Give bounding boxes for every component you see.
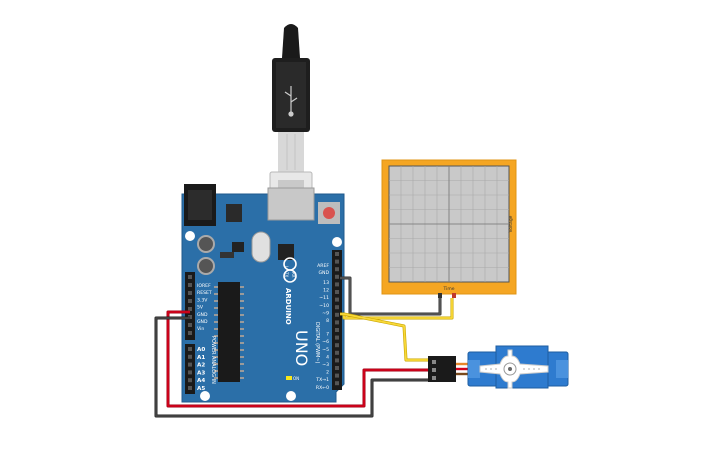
wire-pin9-to-servo[interactable] — [340, 312, 430, 362]
led-l-label: L — [284, 266, 289, 269]
crystal — [251, 231, 271, 263]
pin-label-power: GND — [197, 312, 208, 318]
arduino-logo — [283, 257, 297, 283]
wire-5v-to-servo-core — [167, 311, 430, 407]
pin-label-analog: A1 — [197, 355, 205, 361]
microcontroller-chip — [218, 282, 240, 382]
pin-label-analog: A3 — [197, 370, 205, 376]
pin-label-digital: 7 — [326, 332, 329, 338]
mount-hole — [286, 391, 296, 401]
wire-gnd-to-servo-core — [155, 317, 430, 417]
pin-label-digital: ~3 — [322, 362, 329, 368]
pin-label-digital: ~9 — [322, 310, 329, 316]
pin-label-digital: ~5 — [322, 347, 329, 353]
power-header[interactable] — [185, 272, 195, 340]
mount-hole — [332, 237, 342, 247]
mount-hole — [185, 231, 195, 241]
wire-pin9-to-servo-core — [340, 313, 430, 361]
brand-text: ARDUINO — [284, 288, 292, 325]
pin-label-digital: 8 — [326, 318, 329, 324]
pin-label-power: Vin — [197, 326, 204, 332]
capacitor — [197, 257, 215, 275]
pin-label-gnd: GND — [318, 270, 329, 276]
usb-port — [267, 187, 315, 221]
pin-label-digital: ~11 — [319, 295, 329, 301]
pin-label-digital: RX←0 — [316, 385, 329, 391]
mount-hole — [200, 391, 210, 401]
analog-title: ANALOG IN — [210, 356, 216, 384]
servo-motor[interactable] — [428, 345, 569, 389]
scope-x-label: Time — [442, 286, 454, 292]
oscilloscope[interactable]: Time Voltage — [381, 159, 517, 298]
pin-label-power: GND — [197, 319, 208, 325]
pin-label-analog: A4 — [197, 378, 205, 384]
scope-probe-neg[interactable] — [438, 293, 442, 298]
pin-label-digital: 2 — [326, 370, 329, 376]
pin-label-analog: A2 — [197, 363, 205, 369]
usb-icon — [284, 86, 298, 117]
pin-label-power: 3.3V — [197, 297, 208, 303]
pin-label-analog: A0 — [197, 347, 205, 353]
digital-header[interactable] — [332, 250, 342, 390]
scope-probe-pos[interactable] — [452, 293, 456, 298]
pin-label-digital: 12 — [323, 288, 329, 294]
pin-label-power: IOREF — [197, 283, 211, 289]
pin-label-power: 5V — [197, 305, 204, 311]
digital-title: DIGITAL (PWM~) — [314, 322, 320, 364]
led-rx-label: RX — [291, 272, 296, 278]
pin-label-digital: 13 — [323, 280, 329, 286]
pin-label-power: RESET — [197, 290, 212, 296]
pin-label-digital: TX→1 — [315, 377, 329, 383]
scope-y-label: Voltage — [508, 215, 514, 232]
model-text: UNO — [292, 330, 311, 366]
pin-label-aref: AREF — [317, 263, 329, 269]
analog-header[interactable] — [185, 344, 195, 394]
power-title: POWER — [210, 336, 216, 355]
arduino-uno-board[interactable]: ARDUINO UNO DIGITAL (PWM~) POWER ANALOG … — [181, 184, 345, 403]
led-tx-label: TX — [284, 271, 289, 277]
pin-label-analog: A5 — [197, 386, 205, 392]
on-label: ON — [293, 376, 299, 381]
pin-label-digital: ~10 — [319, 303, 329, 309]
pin-label-digital: ~6 — [322, 339, 329, 345]
pin-label-digital: 4 — [326, 354, 329, 360]
capacitor — [197, 235, 215, 253]
